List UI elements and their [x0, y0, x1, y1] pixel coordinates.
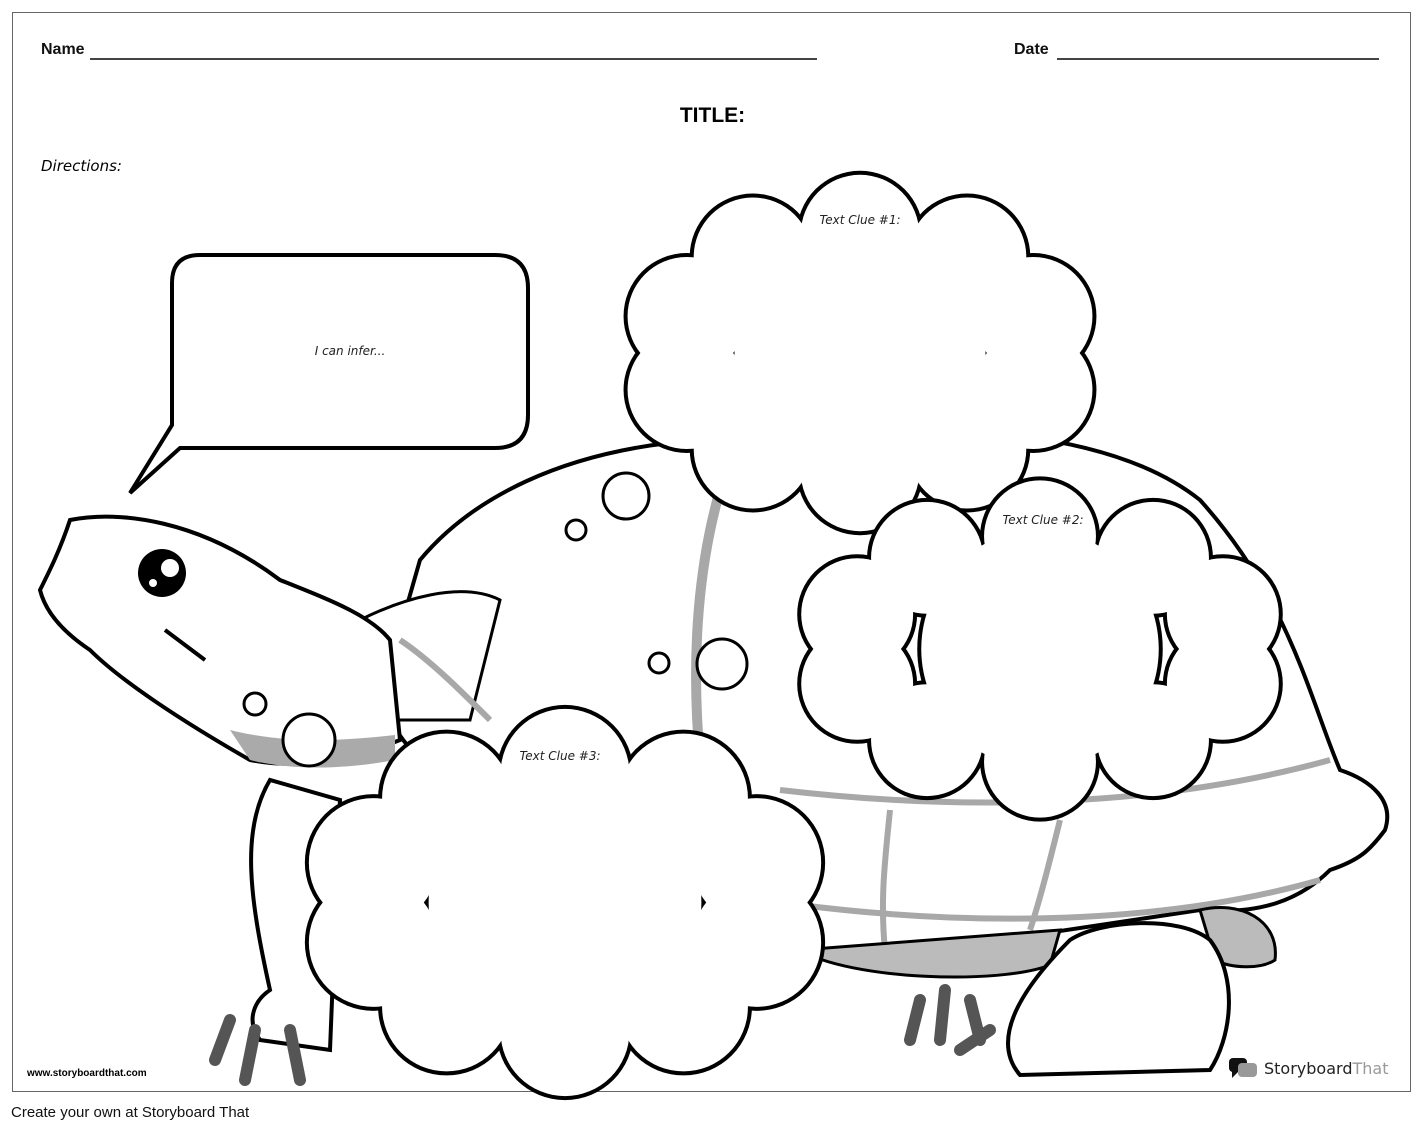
website-text: www.storyboardthat.com [27, 1068, 147, 1079]
text-clue-cloud-1[interactable] [623, 170, 1097, 536]
footer-link[interactable]: Create your own at Storyboard That [11, 1104, 250, 1121]
turtle-head [37, 514, 403, 766]
cloud-3-label: Text Clue #3: [519, 749, 601, 763]
storyboardthat-logo: StoryboardThat [1228, 1056, 1388, 1080]
speech-bubble-text: I can infer... [314, 344, 386, 358]
name-label: Name [41, 41, 85, 58]
speech-bubble [128, 253, 530, 495]
speech-bubbles-icon [1229, 1058, 1257, 1078]
page-title: TITLE: [679, 104, 746, 127]
cloud-1-label: Text Clue #1: [819, 213, 901, 227]
date-label: Date [1014, 41, 1049, 58]
cloud-2-label: Text Clue #2: [1002, 513, 1084, 527]
name-field[interactable] [90, 58, 817, 60]
date-field[interactable] [1057, 58, 1379, 60]
worksheet-frame [12, 12, 1411, 1092]
text-clue-cloud-2[interactable] [797, 476, 1283, 822]
logo-word-storyboard: Storyboard [1264, 1058, 1353, 1078]
logo-word-that: That [1352, 1058, 1389, 1078]
directions-label: Directions: [41, 157, 122, 175]
text-clue-cloud-3[interactable] [304, 704, 826, 1101]
